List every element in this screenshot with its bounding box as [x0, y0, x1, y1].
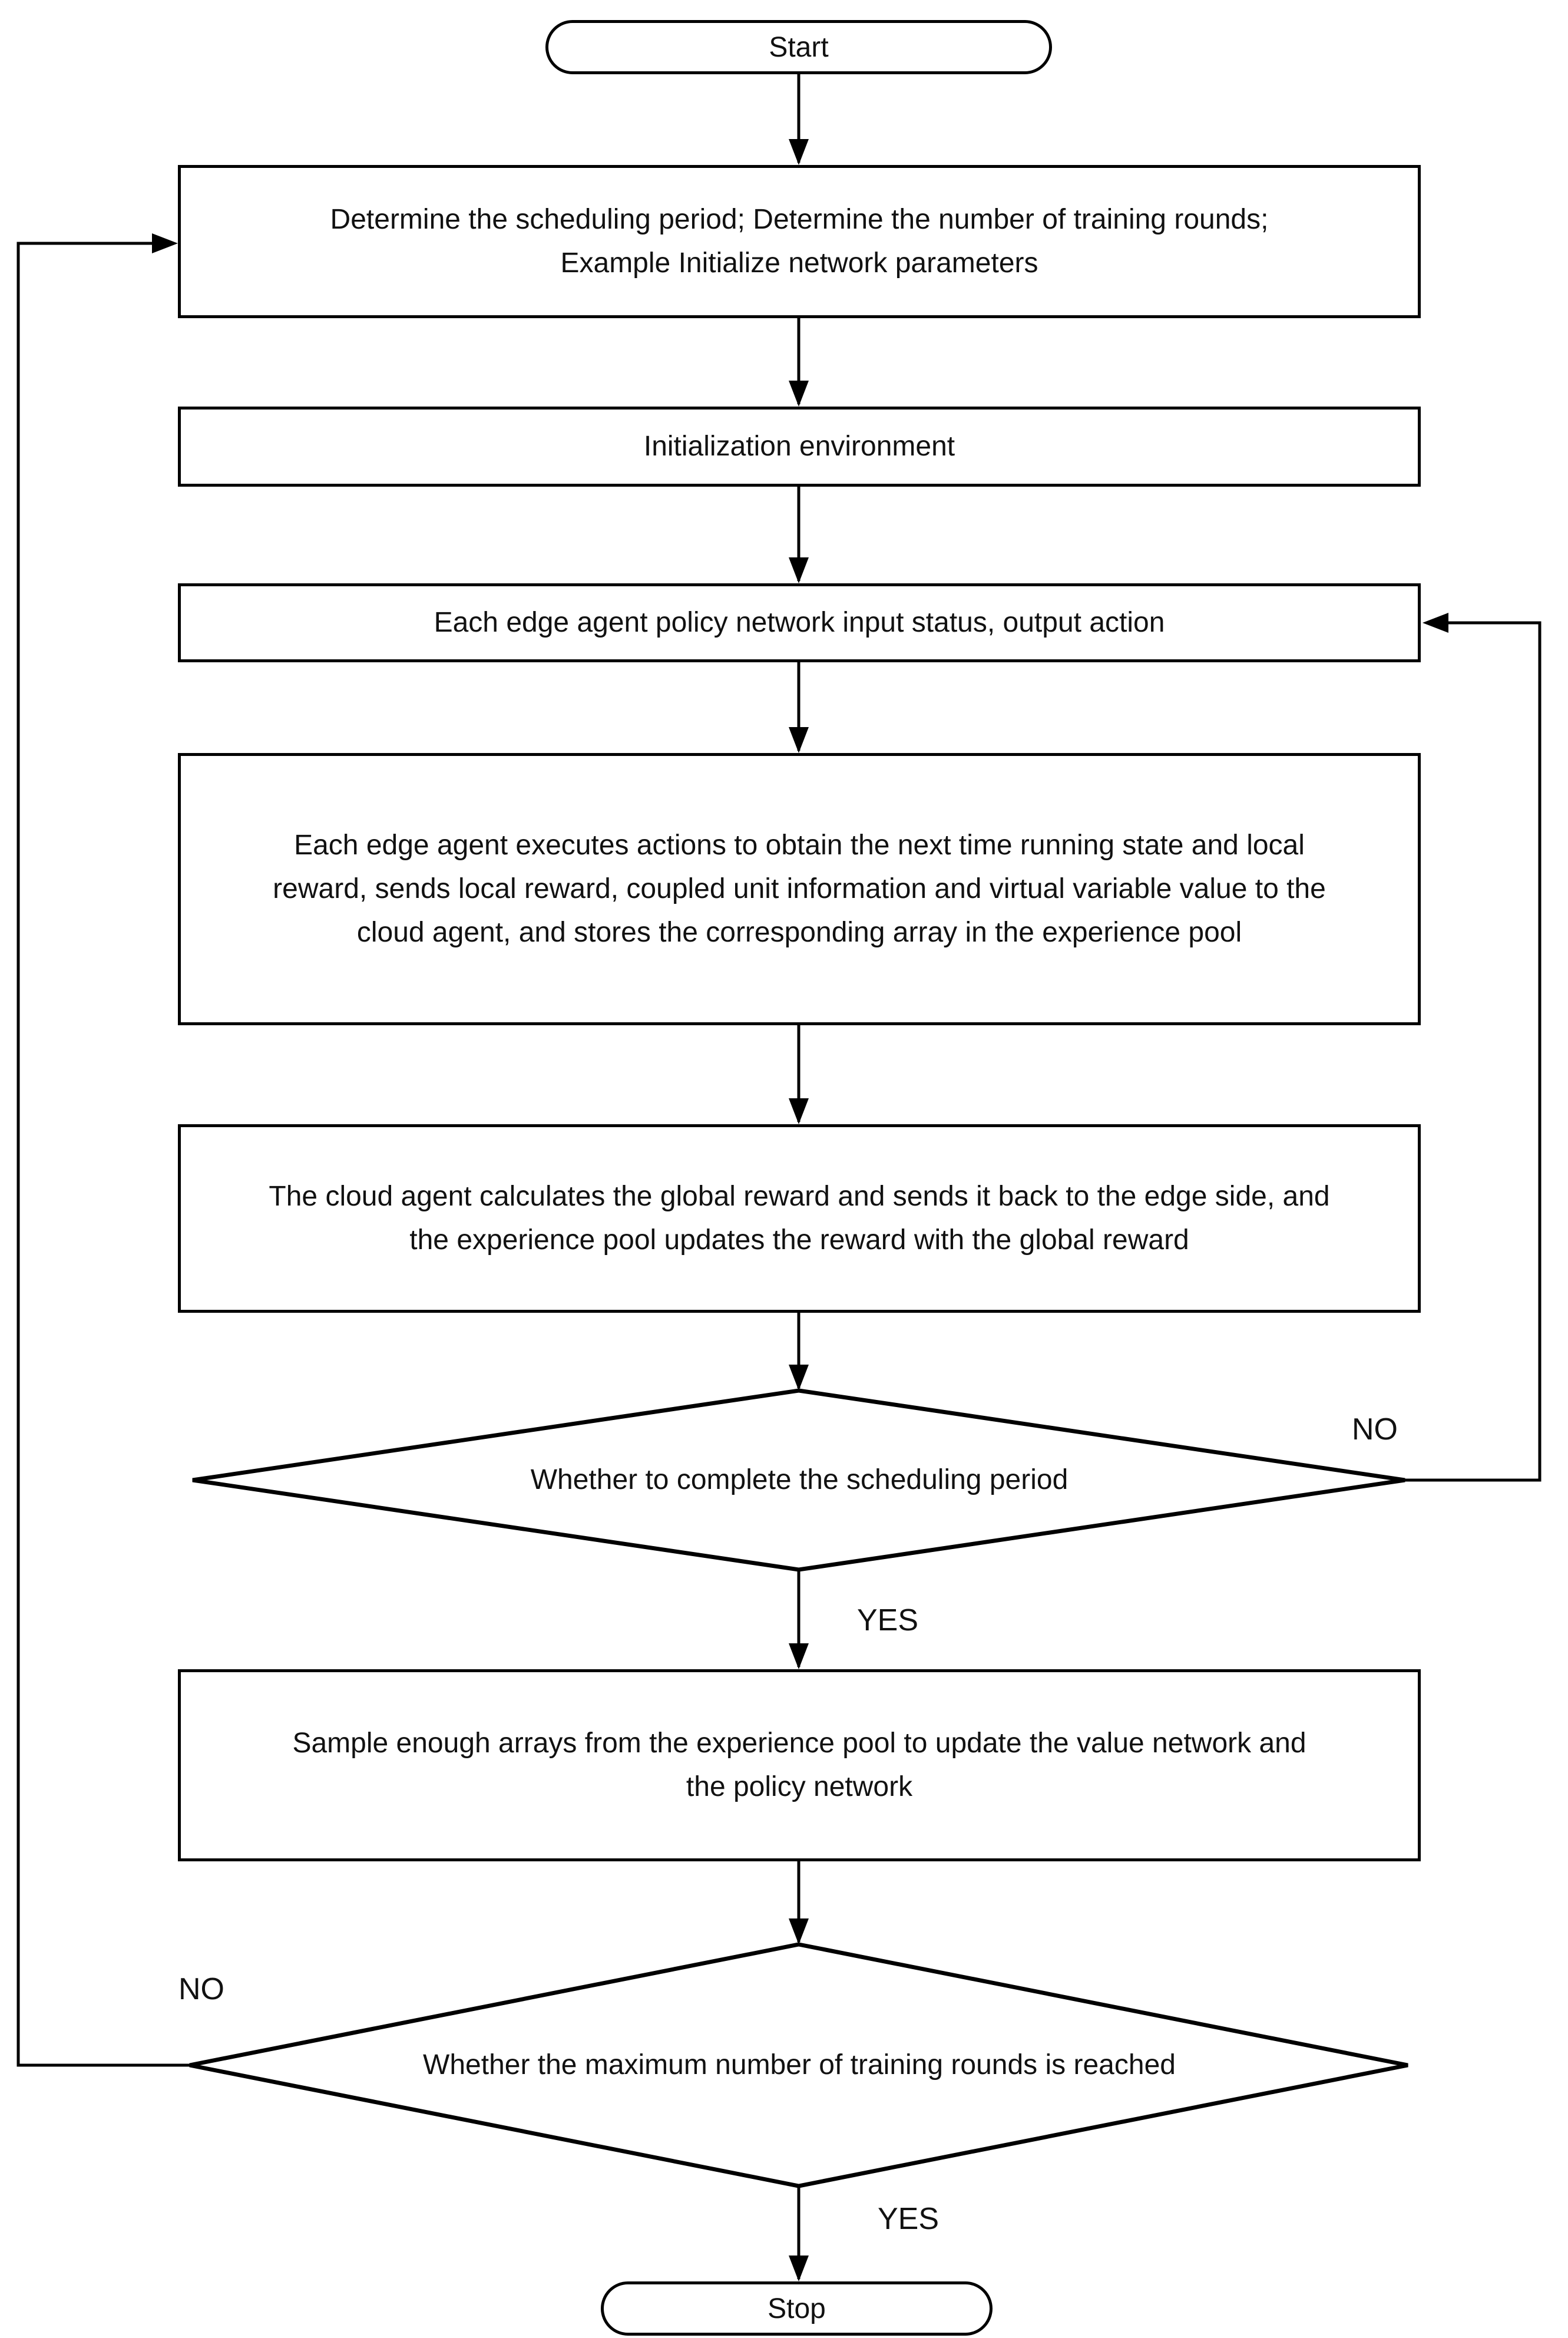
stop-label: Stop: [768, 2293, 826, 2324]
no-label-rounds: NO: [178, 1972, 224, 2006]
process-sample-arrays-line1: Sample enough arrays from the experience…: [292, 1728, 1306, 1759]
process-execute-actions-line2: reward, sends local reward, coupled unit…: [273, 873, 1326, 904]
arrow-no-decision-period-loop: [1405, 613, 1541, 1482]
process-init-env-line1: Initialization environment: [643, 431, 955, 462]
decision-training-rounds-label: Whether the maximum number of training r…: [423, 2049, 1176, 2081]
process-cloud-reward-line2: the experience pool updates the reward w…: [409, 1224, 1189, 1256]
arrow-init-env-to-policy-net: [789, 487, 809, 583]
arrow-sample-to-decision-rounds: [789, 1861, 809, 1944]
arrow-yes-decision-period-to-sample: [789, 1570, 809, 1669]
decision-scheduling-period-label: Whether to complete the scheduling perio…: [530, 1464, 1069, 1495]
start-label: Start: [769, 31, 829, 63]
process-execute-actions: Each edge agent executes actions to obta…: [178, 753, 1421, 1025]
process-cloud-reward: The cloud agent calculates the global re…: [178, 1124, 1421, 1313]
process-policy-net: Each edge agent policy network input sta…: [178, 583, 1421, 662]
process-sample-arrays-line2: the policy network: [686, 1771, 913, 1802]
process-execute-actions-line1: Each edge agent executes actions to obta…: [294, 830, 1305, 861]
process-sample-arrays: Sample enough arrays from the experience…: [178, 1669, 1421, 1861]
arrow-no-decision-rounds-loop: [16, 233, 190, 2067]
decision-training-rounds-diamond: [189, 1942, 1408, 2188]
decision-scheduling-period-diamond: [192, 1388, 1405, 1572]
arrow-policy-net-to-execute: [789, 662, 809, 753]
yes-label-rounds: YES: [878, 2202, 940, 2236]
start-terminator: Start: [545, 20, 1052, 74]
arrow-execute-to-cloud-reward: [789, 1025, 809, 1124]
process-init-params: Determine the scheduling period; Determi…: [178, 165, 1421, 318]
arrow-init-params-to-init-env: [789, 318, 809, 407]
process-policy-net-line1: Each edge agent policy network input sta…: [434, 607, 1165, 638]
process-execute-actions-line3: cloud agent, and stores the correspondin…: [356, 917, 1242, 948]
arrow-yes-decision-rounds-to-stop: [789, 2186, 809, 2281]
stop-terminator: Stop: [601, 2281, 993, 2336]
arrow-start-to-init-params: [789, 74, 809, 165]
arrow-cloud-reward-to-decision-period: [789, 1313, 809, 1391]
no-label-scheduling: NO: [1352, 1412, 1398, 1447]
process-cloud-reward-line1: The cloud agent calculates the global re…: [269, 1181, 1330, 1212]
process-init-env: Initialization environment: [178, 407, 1421, 487]
yes-label-scheduling: YES: [857, 1603, 919, 1637]
process-init-params-line2: Example Initialize network parameters: [560, 247, 1038, 279]
process-init-params-line1: Determine the scheduling period; Determi…: [330, 204, 1269, 235]
